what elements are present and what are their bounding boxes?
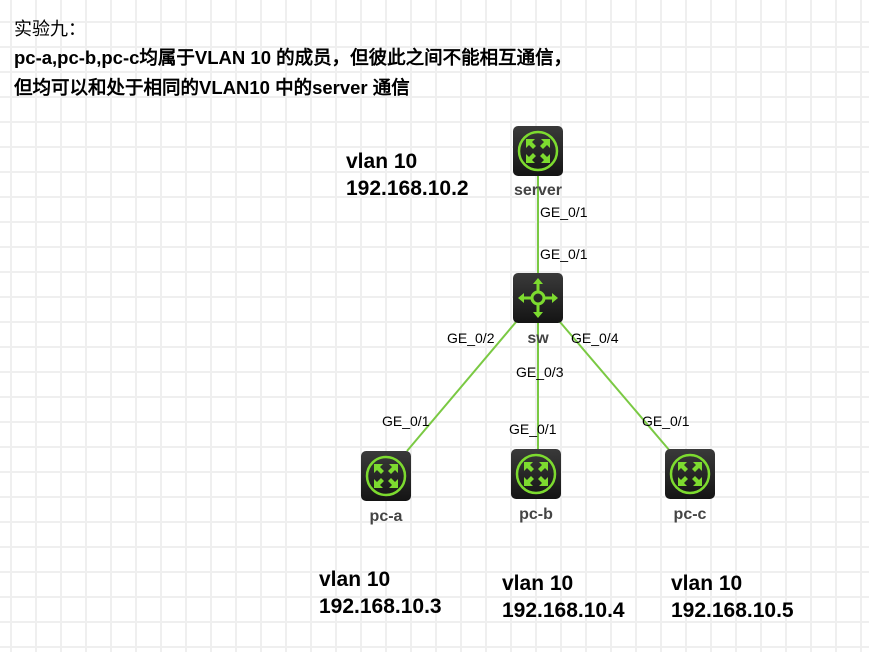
port-label-sw-ge03: GE_0/3 [516,364,564,380]
link-sw-pc-a[interactable] [406,321,517,452]
router-icon [669,453,711,495]
annotation-pc-c: vlan 10 192.168.10.5 [671,570,794,624]
switch-icon [518,278,558,318]
vlan-label: vlan 10 [319,568,391,591]
ip-address: 192.168.10.4 [502,599,625,622]
description-line-1: pc-a,pc-b,pc-c均属于VLAN 10 的成员，但彼此之间不能相互通信… [14,47,573,68]
vlan-label: vlan 10 [502,572,574,595]
ip-address: 192.168.10.2 [346,177,469,200]
port-label-sw-ge04: GE_0/4 [571,330,619,346]
router-icon [365,455,407,497]
link-sw-pc-c[interactable] [559,321,671,452]
node-label-sw: sw [527,330,549,347]
ip-address: 192.168.10.3 [319,595,442,618]
router-icon [517,130,559,172]
port-label-pc-c: GE_0/1 [642,413,690,429]
node-pc-c[interactable] [665,449,715,499]
port-label-pc-a: GE_0/1 [382,413,430,429]
annotation-server: vlan 10 192.168.10.2 [346,148,469,202]
node-sw[interactable] [513,273,563,323]
node-server[interactable] [513,126,563,176]
node-label-pc-b: pc-b [519,506,553,523]
port-label-server: GE_0/1 [540,204,588,220]
router-icon [515,453,557,495]
vlan-label: vlan 10 [346,150,418,173]
annotation-pc-a: vlan 10 192.168.10.3 [319,566,442,620]
node-pc-b[interactable] [511,449,561,499]
port-label-sw-uplink: GE_0/1 [540,246,588,262]
annotation-pc-b: vlan 10 192.168.10.4 [502,570,625,624]
node-label-pc-a: pc-a [369,508,403,525]
port-label-sw-ge02: GE_0/2 [447,330,495,346]
node-pc-a[interactable] [361,451,411,501]
vlan-label: vlan 10 [671,572,743,595]
node-label-pc-c: pc-c [673,506,707,523]
port-label-pc-b: GE_0/1 [509,421,557,437]
experiment-title: 实验九： [14,19,86,40]
ip-address: 192.168.10.5 [671,599,794,622]
node-label-server: server [513,182,563,199]
description-line-2: 但均可以和处于相同的VLAN10 中的server 通信 [14,77,410,98]
